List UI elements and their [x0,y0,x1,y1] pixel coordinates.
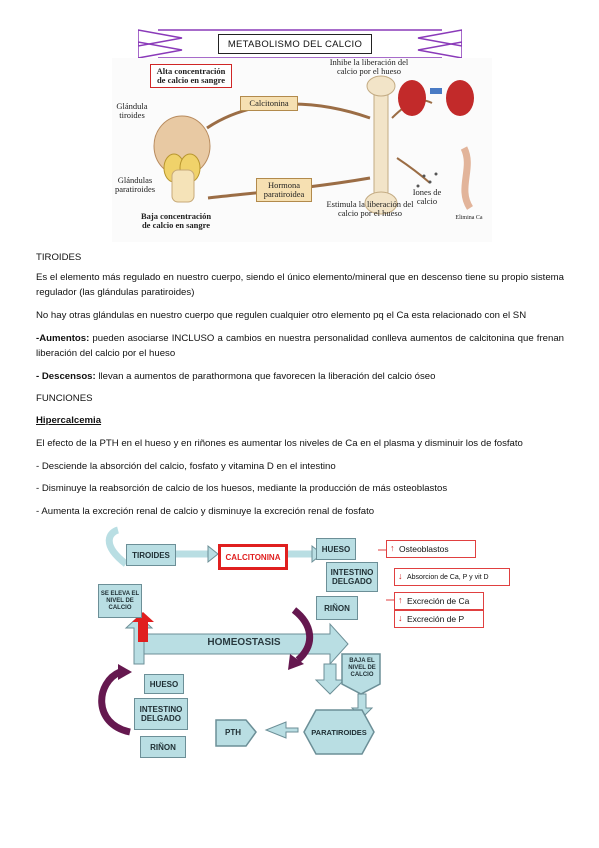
page-title: METABOLISMO DEL CALCIO [218,34,372,54]
stimulates-label: Estimula la liberación del calcio por el… [326,199,414,218]
aumentos-text: pueden asociarse INCLUSO a cambios en nu… [36,333,564,359]
calcium-metabolism-figure: Alta concentración de calcio en sangre G… [112,58,492,242]
paragraph-5: El efecto de la PTH en el hueso y en riñ… [36,438,523,449]
descensos-label: - Descensos: [36,371,96,382]
high-calcium-label: Alta concentración de calcio en sangre [150,64,232,88]
absorcion-box: ↓ Absorcion de Ca, P y vit D [394,568,510,586]
calcitonin-label: Calcitonina [240,96,298,111]
excrecion-ca-box: ↑ Excreción de Ca [394,592,484,610]
paragraph-1: Es el elemento más regulado en nuestro c… [36,272,564,298]
heading-funciones: FUNCIONES [36,393,93,404]
aumentos-label: -Aumentos: [36,333,90,344]
pth-label: PTH [225,728,241,737]
homeostasis-label: HOMEOSTASIS [207,637,281,648]
bone-shape [364,75,398,215]
increase-arrow-icon: ↑ [390,543,395,553]
kidney-shape [446,80,474,116]
pth-label: Hormona paratiroidea [256,178,312,202]
intestino-bottom-box: INTESTINO DELGADO [134,698,188,730]
bullet-3: - Aumenta la excreción renal de calcio y… [36,506,375,517]
heading-hipercalcemia: Hipercalcemia [36,415,102,426]
absorcion-label: Absorcion de Ca, P y vit D [407,573,489,581]
paragraph-4: - Descensos: llevan a aumentos de parath… [36,369,564,384]
paragraph-3: -Aumentos: pueden asociarse INCLUSO a ca… [36,331,564,361]
calcium-ions-label: Iones de calcio [412,187,442,206]
kidney-shape [398,80,426,116]
excrecion-p-label: Excreción de P [407,614,465,624]
excrecion-ca-label: Excreción de Ca [407,596,470,606]
eliminates-ca-label: Elimina Ca [455,215,483,221]
inhibits-label: Inhibe la liberación del calcio por el h… [329,57,409,76]
intestino-top-box: INTESTINO DELGADO [326,562,378,592]
paragraph-2: No hay otras glándulas en nuestro cuerpo… [36,310,527,321]
heading-tiroides: TIROIDES [36,252,82,263]
tiroides-box: TIROIDES [126,544,176,566]
hueso-top-box: HUESO [316,538,356,560]
thyroid-label: Glándula tiroides [116,101,148,120]
homeostasis-diagram: TIROIDES CALCITONINA HUESO INTESTINO DEL… [90,524,514,772]
calcitonina-box: CALCITONINA [218,544,288,570]
hueso-bottom-box: HUESO [144,674,184,694]
bullet-2: - Disminuye la reabsorción de calcio de … [36,483,448,494]
se-eleva-box: SE ELEVA EL NIVEL DE CALCIO [98,584,142,618]
low-calcium-label: Baja concentración de calcio en sangre [140,211,212,230]
baja-label: BAJA EL NIVEL DE CALCIO [348,658,376,678]
osteoblastos-box: ↑ Osteoblastos [386,540,476,558]
increase-arrow-icon: ↑ [398,595,403,605]
rinon-top-box: RIÑON [316,596,358,620]
decrease-arrow-icon: ↓ [398,613,403,623]
parathyroid-label: Glándulas paratiroides [114,175,156,194]
excrecion-p-box: ↓ Excreción de P [394,610,484,628]
osteoblastos-label: Osteoblastos [399,544,449,554]
hipercalcemia-line: Hipercalcemia [36,413,564,428]
bullet-1: - Desciende la absorción del calcio, fos… [36,461,336,472]
descensos-text: llevan a aumentos de parathormona que fa… [95,371,436,382]
rinon-bottom-box: RIÑON [140,736,186,758]
decrease-arrow-icon: ↓ [398,571,403,581]
paratiroides-label: PARATIROIDES [311,728,367,737]
